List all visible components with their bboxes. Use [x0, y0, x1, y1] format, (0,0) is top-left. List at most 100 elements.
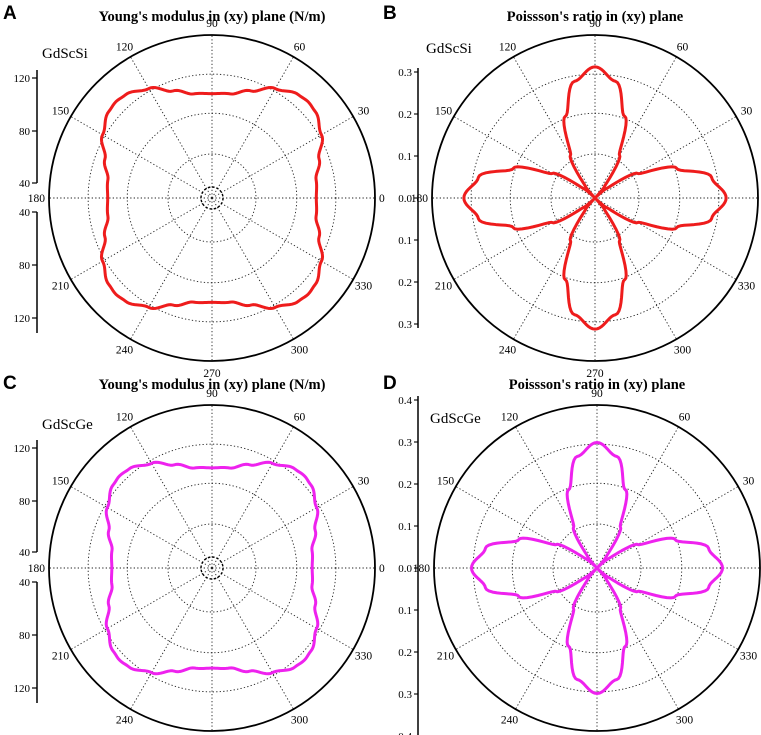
radial-tick-label: 0.2: [398, 479, 412, 491]
panel-title: Poissson's ratio in (xy) plane: [507, 9, 684, 25]
angle-label: 300: [676, 715, 694, 727]
angle-label: 90: [206, 18, 218, 30]
series-curve: [99, 85, 325, 311]
grid-spoke: [130, 56, 213, 199]
angle-label: 300: [291, 345, 309, 357]
angle-label: 120: [499, 41, 517, 53]
grid-circle: [472, 443, 722, 693]
panel-letter: C: [3, 373, 17, 394]
center-marker: [200, 556, 224, 580]
outer-ring: [433, 404, 761, 732]
angle-label: 330: [740, 651, 758, 663]
grid-circle: [167, 523, 257, 613]
grid-spoke: [455, 567, 598, 650]
angle-label: 180: [411, 193, 429, 205]
angle-label: 90: [589, 18, 601, 30]
angle-label: 60: [294, 41, 306, 53]
grid-spoke: [594, 197, 677, 340]
radial-tick-label: 0.1: [398, 235, 412, 247]
angle-label: 270: [203, 368, 221, 380]
angle-label: 90: [591, 388, 603, 400]
panel-title: Young's modulus in (xy) plane (N/m): [99, 9, 326, 25]
radial-tick-label: 120: [14, 683, 31, 695]
radial-tick-label: 80: [19, 260, 31, 272]
angle-label: 0: [379, 563, 385, 575]
outer-ring: [48, 404, 376, 732]
grid-spoke: [211, 116, 354, 199]
angle-label: 150: [52, 476, 70, 488]
grid-spoke: [211, 56, 294, 199]
radial-tick-label: 120: [14, 73, 31, 85]
angle-label: 270: [586, 368, 604, 380]
outer-ring: [431, 34, 759, 362]
panel-letter: D: [383, 373, 397, 394]
angle-label: 150: [52, 106, 70, 118]
grid-spoke: [596, 426, 679, 569]
angle-label: 60: [677, 41, 689, 53]
panel-letter: A: [3, 3, 17, 24]
radial-tick-label: 80: [19, 126, 31, 138]
angle-label: 120: [116, 411, 134, 423]
grid-spoke: [513, 56, 596, 199]
radial-tick-label: 120: [14, 313, 31, 325]
panel-title: Young's modulus in (xy) plane (N/m): [99, 377, 326, 393]
radial-tick-label: 0.3: [398, 689, 412, 701]
angle-label: 330: [355, 651, 373, 663]
angle-label: 120: [501, 411, 519, 423]
radial-tick-label: 0.1: [398, 605, 412, 617]
angle-label: 210: [435, 281, 453, 293]
angle-label: 180: [28, 563, 46, 575]
panel-letter: B: [383, 3, 397, 24]
angle-label: 180: [28, 193, 46, 205]
grid-circle: [470, 73, 720, 323]
series-curve: [462, 65, 728, 331]
angle-label: 60: [679, 411, 691, 423]
grid-spoke: [130, 197, 213, 340]
angle-label: 90: [206, 388, 218, 400]
radial-tick-label: 120: [14, 443, 31, 455]
outer-ring: [48, 34, 376, 362]
grid-spoke: [453, 197, 596, 280]
grid-spoke: [594, 116, 737, 199]
grid-spoke: [130, 567, 213, 710]
angle-label: 240: [501, 715, 519, 727]
radial-tick-label: 80: [19, 496, 31, 508]
angle-label: 60: [294, 411, 306, 423]
radial-tick-label: 80: [19, 630, 31, 642]
grid-spoke: [455, 486, 598, 569]
angle-label: 330: [355, 281, 373, 293]
center-marker: [200, 186, 224, 210]
radial-tick-label: 0.3: [398, 437, 412, 449]
angle-label: 210: [52, 651, 70, 663]
material-label: GdScSi: [42, 46, 88, 62]
material-label: GdScSi: [426, 41, 472, 57]
grid-spoke: [70, 116, 213, 199]
panel-title: Poissson's ratio in (xy) plane: [509, 377, 686, 393]
radial-tick-label: 0.2: [398, 647, 412, 659]
angle-label: 0: [379, 193, 385, 205]
angle-label: 210: [437, 651, 455, 663]
radial-tick-label: 0.0: [398, 193, 412, 205]
grid-spoke: [211, 197, 294, 340]
grid-spoke: [596, 486, 739, 569]
angle-label: 240: [116, 345, 134, 357]
grid-circle: [87, 73, 337, 323]
angle-label: 240: [499, 345, 517, 357]
angle-label: 30: [358, 106, 370, 118]
grid-spoke: [211, 197, 354, 280]
grid-spoke: [513, 197, 596, 340]
angle-label: 210: [52, 281, 70, 293]
angle-label: 120: [116, 41, 134, 53]
grid-spoke: [211, 567, 354, 650]
grid-spoke: [596, 567, 739, 650]
material-label: GdScGe: [42, 417, 93, 433]
grid-circle: [550, 153, 640, 243]
radial-tick-label: 0.3: [398, 67, 412, 79]
radial-tick-label: 0.2: [398, 277, 412, 289]
grid-spoke: [453, 116, 596, 199]
radial-tick-label: 0.4: [398, 395, 412, 407]
panel-a: A Young's modulus in (xy) plane (N/m) GdSc…: [3, 3, 385, 380]
grid-spoke: [211, 486, 354, 569]
